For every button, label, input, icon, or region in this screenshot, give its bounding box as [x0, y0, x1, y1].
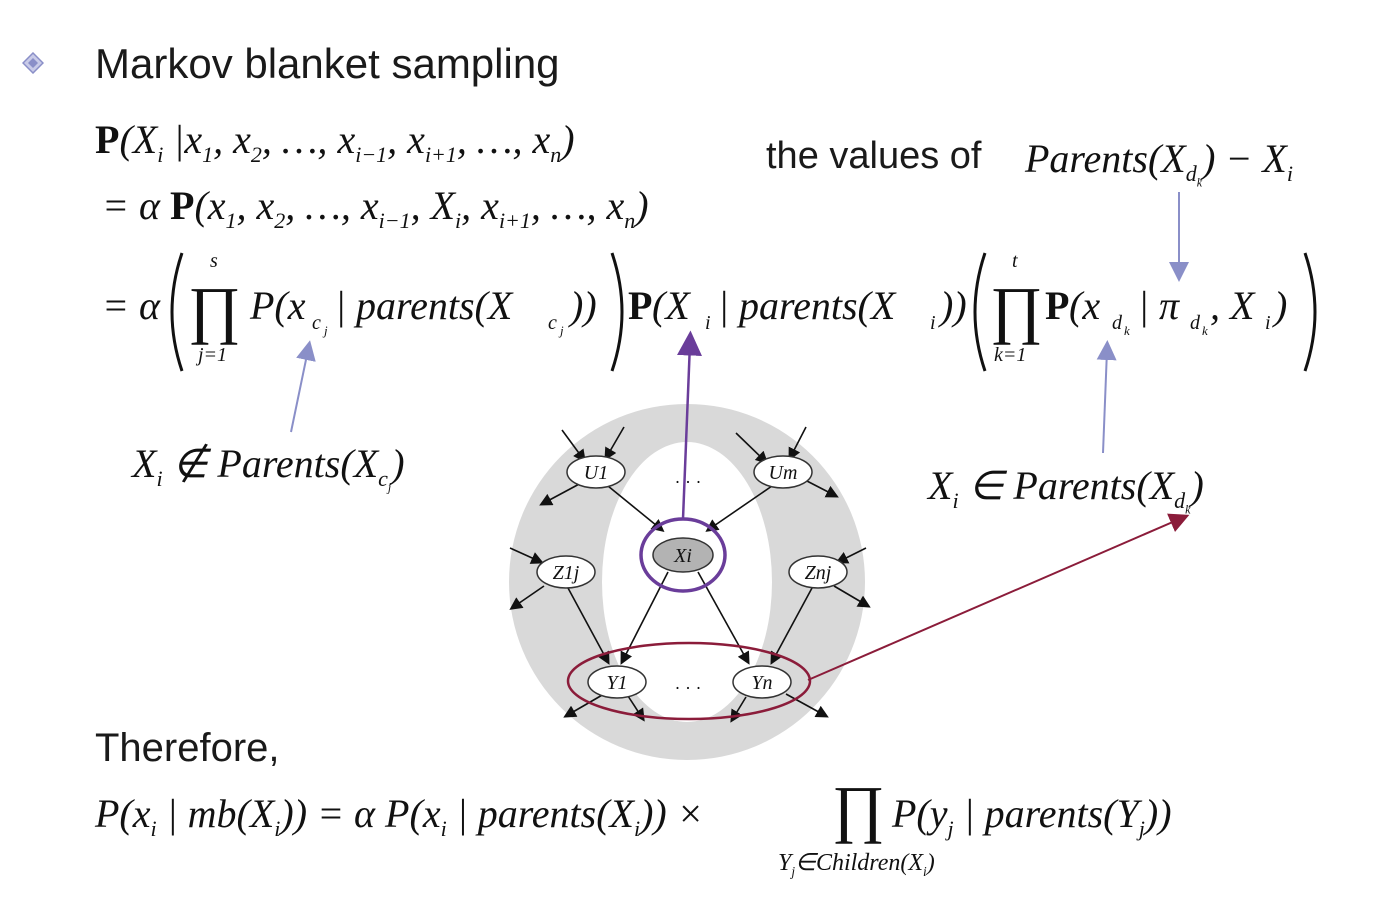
svg-text:∏: ∏ [188, 274, 241, 345]
equation-line-1: P(Xi |x1, x2, …, xi−1, xi+1, …, xn) [95, 117, 575, 167]
svg-text:s: s [210, 250, 218, 272]
svg-text:d: d [1112, 312, 1123, 334]
svg-text:(X: (X [652, 283, 691, 328]
parents-minus-xi-expression: Parents(Xdk) − Xi [1025, 136, 1293, 190]
svg-text:k: k [1202, 323, 1208, 338]
svg-text:i: i [1265, 312, 1271, 334]
svg-text:j=1: j=1 [195, 344, 227, 366]
svg-text:| parents(X: | parents(X [718, 283, 897, 328]
node-u1-label: U1 [584, 462, 608, 484]
node-yn-label: Yn [751, 672, 772, 694]
svg-text:P: P [1045, 283, 1069, 328]
purple-arrow-to-xi-term [677, 330, 702, 520]
node-z1j-label: Z1j [553, 562, 580, 584]
svg-text:k=1: k=1 [994, 344, 1026, 366]
ellipsis-top: · · · [675, 472, 702, 492]
ellipsis-bottom: · · · [675, 678, 702, 698]
xi-not-in-parents-annotation: Xi ∉ Parents(Xcj) [132, 441, 405, 495]
svg-text:∏: ∏ [990, 274, 1043, 345]
svg-text:, X: , X [1210, 283, 1256, 328]
svg-text:k: k [1124, 323, 1130, 338]
xi-in-parents-annotation: Xi ∈ Parents(Xdk) [928, 463, 1204, 517]
svg-text:| parents(X: | parents(X [335, 283, 514, 328]
svg-text:)): )) [568, 283, 597, 328]
node-znj-label: Znj [805, 562, 832, 584]
svg-text:| π: | π [1138, 283, 1180, 328]
final-equation-right: P(yj | parents(Yj)) [892, 791, 1172, 841]
svg-text:j: j [322, 323, 328, 338]
svg-text:P: P [628, 283, 652, 328]
maroon-arrow-to-parents-annotation [807, 513, 1190, 681]
svg-text:t: t [1012, 250, 1018, 272]
final-product-symbol: ∏ [832, 773, 885, 844]
arrow-to-product-cj [290, 340, 316, 433]
node-y1-label: Y1 [606, 672, 627, 694]
therefore-label: Therefore, [95, 726, 280, 770]
node-um-label: Um [769, 462, 798, 484]
arrow-to-product-dk [1096, 340, 1117, 454]
svg-text:(x: (x [1069, 283, 1100, 328]
svg-text:i: i [705, 312, 711, 334]
node-xi-label: Xi [673, 545, 692, 567]
slide-title: Markov blanket sampling [95, 40, 560, 87]
svg-text:d: d [1190, 312, 1201, 334]
svg-text:j: j [558, 323, 564, 338]
values-of-label: the values of [766, 135, 982, 177]
svg-text:i: i [930, 312, 936, 334]
equation-line-3-alpha: = α [102, 283, 160, 328]
final-product-subscript: Yj∈Children(Xi) [778, 850, 935, 879]
svg-text:): ) [1272, 283, 1287, 328]
svg-text:c: c [312, 312, 321, 334]
diamond-bullet-icon [22, 52, 44, 74]
children-highlight-ellipse [566, 641, 812, 721]
svg-text:P(x: P(x [249, 283, 306, 328]
equation-line-3-body: s ∏ j=1 P(x c j | parents(X c j )) P (X … [170, 250, 1317, 372]
svg-text:c: c [548, 312, 557, 334]
equation-line-2: = α P(x1, x2, …, xi−1, Xi, xi+1, …, xn) [102, 183, 649, 233]
final-equation-left: P(xi | mb(Xi)) = α P(xi | parents(Xi)) × [95, 791, 704, 841]
svg-text:)): )) [938, 283, 967, 328]
